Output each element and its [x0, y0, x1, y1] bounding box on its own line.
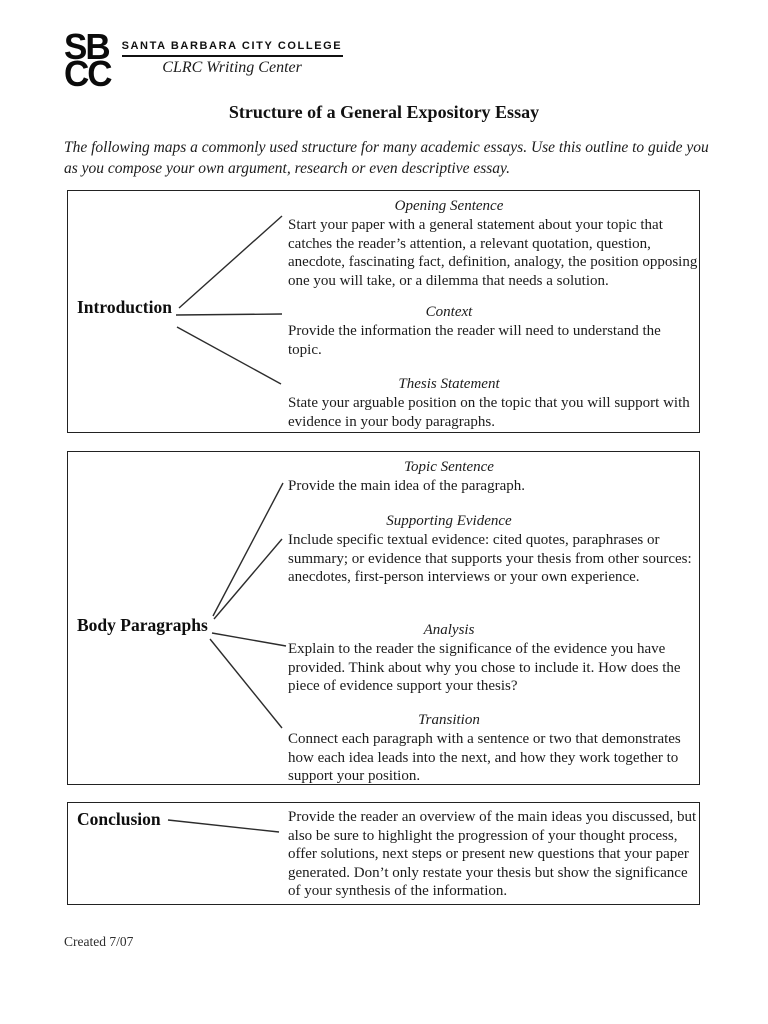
college-name: SANTA BARBARA CITY COLLEGE [121, 40, 343, 52]
section-analysis: Analysis Explain to the reader the signi… [288, 621, 698, 696]
body-paragraphs-box: Body Paragraphs Topic Sentence Provide t… [67, 451, 700, 785]
sbcc-logo-top: SB [64, 26, 111, 68]
page-title: Structure of a General Expository Essay [228, 102, 540, 122]
conclusion-body: Provide the reader an overview of the ma… [288, 809, 697, 899]
body-paragraphs-connector-lines [209, 482, 287, 729]
introduction-box: Introduction Opening Sentence Start your… [67, 190, 700, 433]
supporting-evidence-body: Include specific textual evidence: cited… [288, 532, 692, 585]
section-opening-sentence: Opening Sentence Start your paper with a… [288, 197, 698, 290]
logo-divider-rule [121, 55, 343, 58]
supporting-evidence-heading: Supporting Evidence [386, 513, 512, 529]
topic-sentence-body: Provide the main idea of the paragraph. [288, 478, 525, 494]
conclusion-label: Conclusion [77, 809, 161, 829]
thesis-statement-body: State your arguable position on the topi… [288, 395, 690, 430]
created-date: Created 7/07 [64, 934, 134, 949]
section-conclusion: Provide the reader an overview of the ma… [288, 808, 698, 901]
sbcc-logo-mark: SB CC [64, 26, 113, 95]
section-context: Context Provide the information the read… [288, 303, 698, 359]
topic-sentence-heading: Topic Sentence [404, 459, 494, 475]
writing-center-name: CLRC Writing Center [162, 59, 302, 77]
conclusion-box: Conclusion Provide the reader an overvie… [67, 802, 700, 905]
opening-sentence-heading: Opening Sentence [394, 198, 504, 214]
body-paragraphs-label: Body Paragraphs [77, 615, 208, 635]
opening-sentence-body: Start your paper with a general statemen… [288, 217, 698, 289]
intro-paragraph: The following maps a commonly used struc… [64, 139, 709, 177]
logo-text-block: SANTA BARBARA CITY COLLEGE CLRC Writing … [121, 40, 343, 77]
context-body: Provide the information the reader will … [288, 323, 661, 358]
context-heading: Context [425, 304, 473, 320]
analysis-heading: Analysis [423, 622, 475, 638]
section-transition: Transition Connect each paragraph with a… [288, 711, 698, 786]
thesis-statement-heading: Thesis Statement [398, 376, 500, 392]
section-topic-sentence: Topic Sentence Provide the main idea of … [288, 458, 698, 496]
introduction-connector-lines [175, 215, 283, 385]
sbcc-logo-bottom: CC [64, 53, 113, 95]
section-thesis-statement: Thesis Statement State your arguable pos… [288, 375, 698, 431]
transition-heading: Transition [418, 712, 480, 728]
conclusion-connector-line [167, 819, 280, 833]
introduction-label: Introduction [77, 297, 172, 317]
transition-body: Connect each paragraph with a sentence o… [288, 731, 681, 784]
analysis-body: Explain to the reader the significance o… [288, 641, 681, 694]
sbcc-logo: SB CC SANTA BARBARA CITY COLLEGE CLRC Wr… [64, 26, 343, 95]
section-supporting-evidence: Supporting Evidence Include specific tex… [288, 512, 698, 587]
